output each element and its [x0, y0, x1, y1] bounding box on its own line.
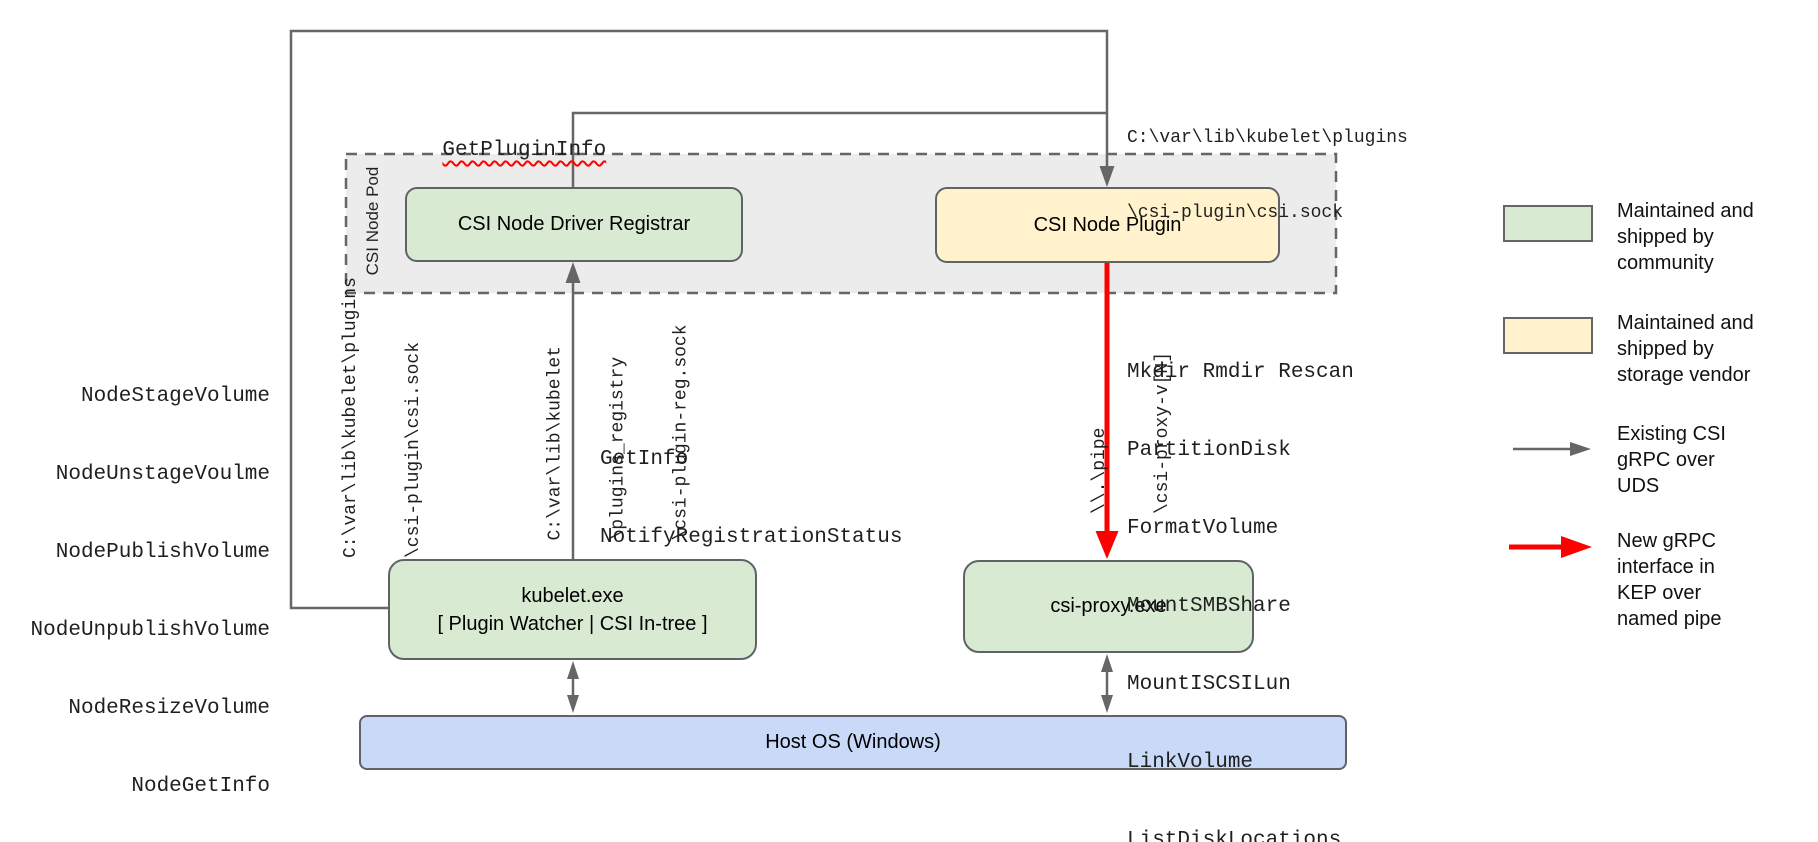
kubelet-csi-sock-path-vertical-label: C:\var\lib\kubelet\plugins \csi-plugin\c…	[341, 277, 424, 558]
csi-proxy-box: csi-proxy.exe	[963, 560, 1254, 653]
legend-uds-label: Existing CSI gRPC over UDS	[1617, 423, 1726, 497]
method-label: LinkVolume	[1127, 751, 1254, 774]
node-csi-methods-list: NodeStageVolume NodeUnstageVoulme NodePu…	[0, 332, 270, 842]
method-label: NodeUnpublishVolume	[30, 619, 270, 642]
csi-node-driver-registrar-label: CSI Node Driver Registrar	[457, 213, 691, 235]
host-os-label: Host OS (Windows)	[765, 731, 941, 753]
kubelet-box: kubelet.exe [ Plugin Watcher | CSI In-tr…	[388, 559, 757, 660]
host-os-box: Host OS (Windows)	[359, 715, 1347, 770]
proxy-hostos-double-arrow	[1101, 654, 1113, 713]
method-label: Mkdir Rmdir Rescan	[1127, 361, 1354, 384]
kubelet-to-registrar-arrowhead-icon	[565, 262, 581, 283]
method-label: MountISCSILun	[1127, 673, 1291, 696]
legend-red-arrow-icon	[1509, 536, 1592, 558]
method-label: NodeGetInfo	[131, 775, 270, 798]
get-plugin-info-label: GetPluginInfo	[442, 139, 607, 162]
csi-proxy-label: csi-proxy.exe	[1050, 595, 1167, 617]
legend-vendor-label: Maintained and shipped by storage vendor	[1617, 312, 1754, 386]
plugin-to-proxy-red-arrowhead-icon	[1095, 531, 1119, 559]
registry-sock-path-vertical-label: C:\var\lib\kubelet \plugins_registry \cs…	[545, 324, 692, 541]
method-label: NodePublishVolume	[55, 541, 270, 564]
legend-named-pipe-label: New gRPC interface in KEP over named pip…	[1617, 530, 1722, 630]
registration-methods-list: GetInfo NotifyRegistrationStatus	[600, 395, 902, 603]
named-pipe-path-vertical-label: \\.\pipe \csi-proxy-v[N]	[1090, 351, 1173, 514]
method-label: FormatVolume	[1127, 517, 1279, 540]
legend-community-label: Maintained and shipped by community	[1617, 200, 1754, 274]
method-label: NotifyRegistrationStatus	[600, 526, 903, 549]
method-label: PartitionDisk	[1127, 439, 1291, 462]
method-label: MountSMBShare	[1127, 595, 1291, 618]
method-label: NodeResizeVolume	[68, 697, 270, 720]
kubelet-to-plugin-arrowhead-icon	[1099, 166, 1115, 187]
csi-node-pod-label: CSI Node Pod	[363, 166, 382, 276]
csi-node-plugin-box: CSI Node Plugin	[935, 187, 1280, 263]
method-label: NodeUnstageVoulme	[55, 463, 270, 486]
method-label: ListDiskLocations	[1127, 829, 1342, 842]
legend-gray-arrow-icon	[1513, 442, 1591, 456]
plugin-csi-sock-path-label: C:\var\lib\kubelet\plugins \csi-plugin\c…	[1127, 128, 1408, 223]
method-label: GetInfo	[600, 448, 689, 471]
kubelet-sublabel: [ Plugin Watcher | CSI In-tree ]	[437, 612, 708, 635]
proxy-api-methods-list: Mkdir Rmdir Rescan PartitionDisk FormatV…	[1127, 308, 1354, 842]
kubelet-to-plugin-line	[289, 29, 1109, 610]
kubelet-label: kubelet.exe	[521, 584, 624, 607]
legend-vendor-swatch	[1503, 317, 1593, 354]
csi-node-driver-registrar-box: CSI Node Driver Registrar	[405, 187, 743, 262]
csi-node-plugin-label: CSI Node Plugin	[1033, 213, 1182, 236]
legend-community-swatch	[1503, 205, 1593, 242]
registrar-branch-line	[571, 111, 1106, 187]
method-label: NodeStageVolume	[80, 385, 270, 408]
kubelet-hostos-double-arrow	[567, 661, 579, 713]
